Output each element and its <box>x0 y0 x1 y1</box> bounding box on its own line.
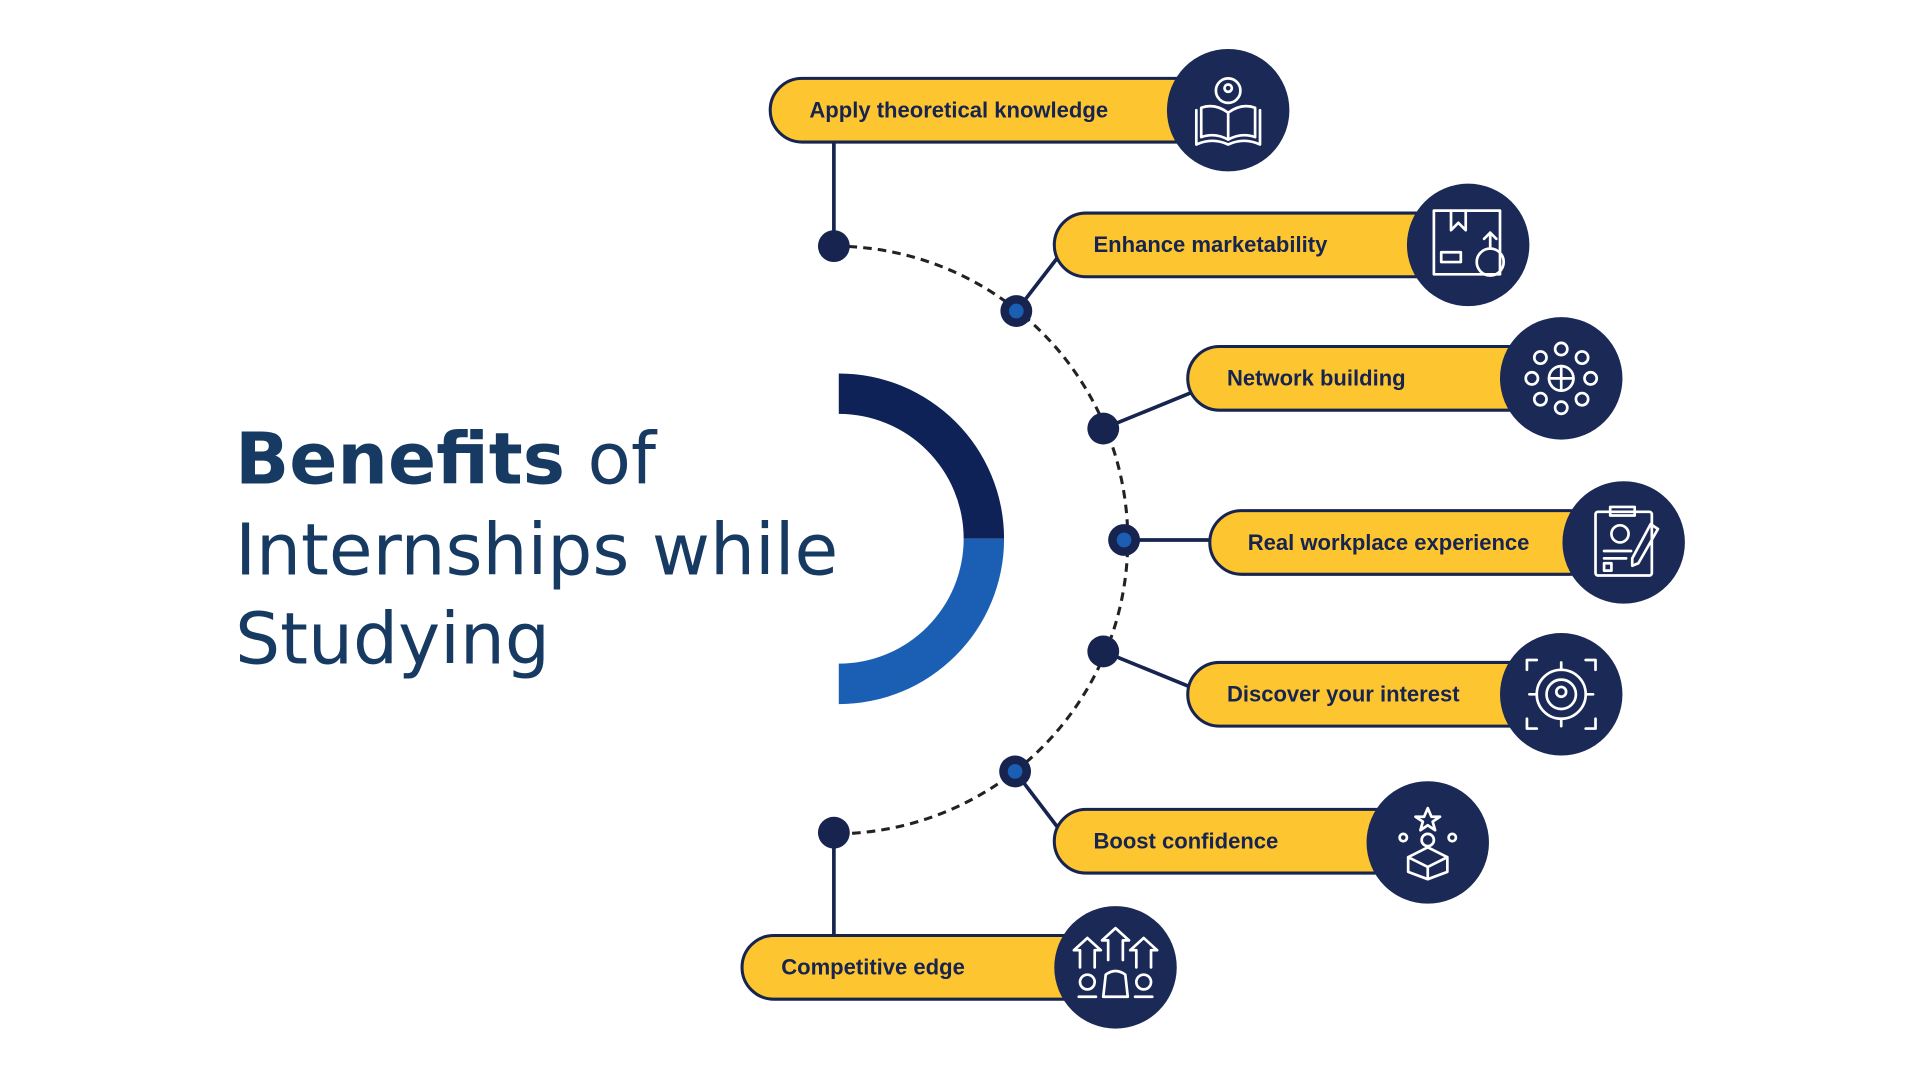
dot <box>817 816 850 849</box>
benefit-network-building: Network building <box>1186 317 1623 440</box>
title-line-2: Internships while <box>235 508 838 591</box>
dot <box>1087 635 1120 668</box>
target-person-icon <box>1525 658 1597 730</box>
benefit-real-workplace-experience: Real workplace experience <box>1208 481 1685 604</box>
benefit-label: Apply theoretical knowledge <box>809 98 1108 123</box>
benefit-apply-theoretical-knowledge: Apply theoretical knowledge <box>768 48 1290 172</box>
dot <box>1087 412 1120 445</box>
title-line-1: Benefits of <box>235 418 658 501</box>
arrows-money-icon <box>1072 926 1159 999</box>
benefit-label: Discover your interest <box>1227 682 1460 707</box>
title-line-3: Studying <box>235 598 550 681</box>
benefit-label: Boost confidence <box>1093 829 1278 854</box>
clipboard-profile-icon <box>1594 505 1660 577</box>
network-globe-icon <box>1524 341 1599 416</box>
donut-bottom-segment <box>838 538 1005 705</box>
benefit-label: Network building <box>1227 366 1406 391</box>
box-dollar-icon <box>1432 209 1506 277</box>
benefit-label: Real workplace experience <box>1248 530 1530 555</box>
donut-top-segment <box>838 373 1005 539</box>
benefit-competitive-edge: Competitive edge <box>740 906 1177 1029</box>
benefit-discover-your-interest: Discover your interest <box>1186 633 1623 756</box>
benefit-label: Competitive edge <box>781 955 965 980</box>
benefit-enhance-marketability: Enhance marketability <box>1052 183 1530 307</box>
benefit-label: Enhance marketability <box>1093 232 1328 257</box>
open-book-icon <box>1194 77 1262 146</box>
arc-dots <box>817 230 1140 849</box>
dot <box>817 230 850 263</box>
benefit-boost-confidence: Boost confidence <box>1052 781 1489 904</box>
person-stars-icon <box>1398 806 1458 881</box>
